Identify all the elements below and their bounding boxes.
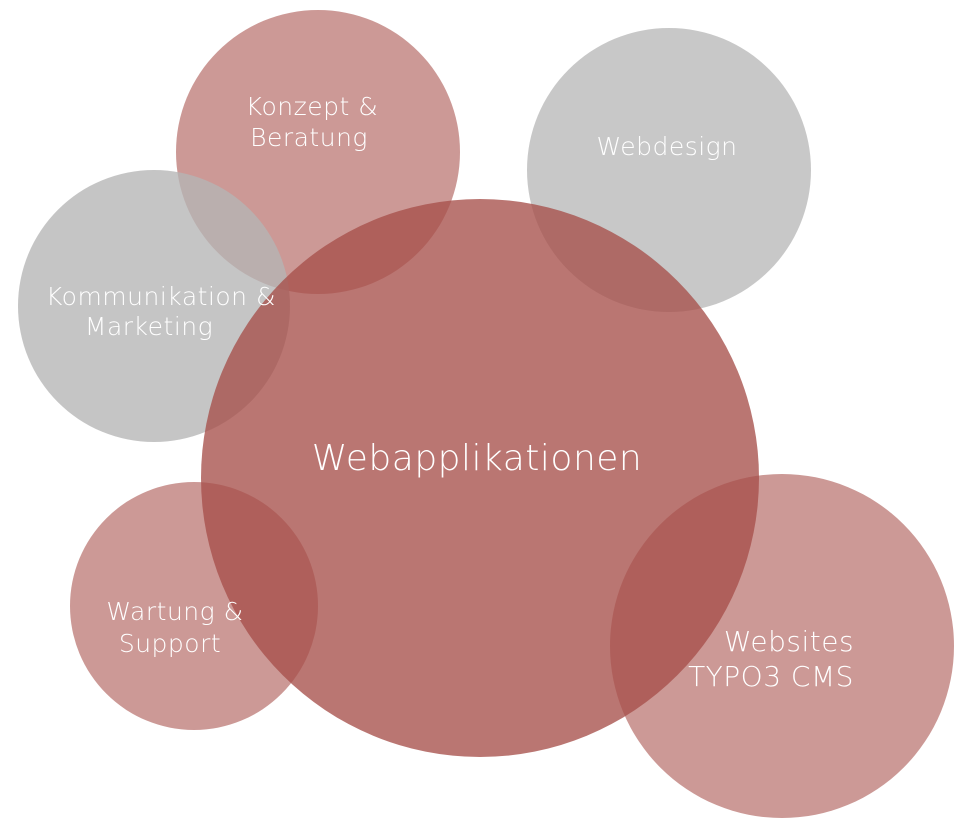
kommunikation-label-line2: Marketing	[85, 312, 213, 341]
konzept-label-line1: Konzept &	[246, 92, 378, 121]
websites-label-line2: TYPO3 CMS	[688, 660, 854, 693]
webapplikationen-label: Webapplikationen	[312, 438, 642, 479]
websites-label-line1: Websites	[724, 625, 854, 658]
konzept-label-line2: Beratung	[250, 123, 368, 152]
bubble-websites[interactable]	[610, 474, 954, 818]
webdesign-label: Webdesign	[596, 132, 737, 161]
wartung-label-line2: Support	[119, 629, 221, 658]
wartung-label-line1: Wartung &	[106, 597, 243, 626]
kommunikation-label-line1: Kommunikation &	[46, 282, 276, 311]
bubble-wartung[interactable]	[70, 482, 318, 730]
